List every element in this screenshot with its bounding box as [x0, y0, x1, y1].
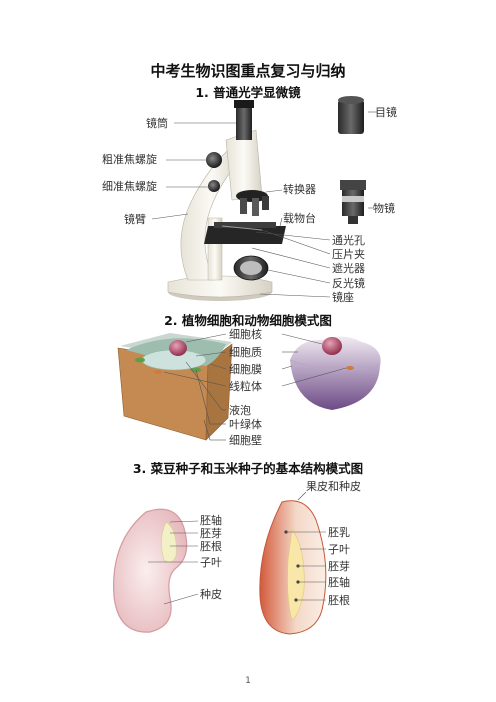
corn-endosperm-dot: [284, 530, 288, 534]
section-heading-seeds: 3. 菜豆种子和玉米种子的基本结构模式图: [132, 461, 364, 476]
animal-cell-nucleus: [322, 337, 342, 355]
objective-detached-tip: [348, 216, 358, 224]
label-bean-coat: 种皮: [200, 588, 222, 601]
label-stage: 载物台: [283, 212, 316, 225]
label-nucleus: 细胞核: [229, 328, 262, 341]
corn-axis-dot: [296, 580, 300, 584]
animal-cell-mitochondria: [346, 366, 354, 370]
section-heading-cells: 2. 植物细胞和动物细胞模式图: [164, 313, 332, 328]
fine-knob: [208, 180, 220, 192]
label-base: 镜座: [332, 291, 354, 304]
corn-embryo: [287, 529, 305, 621]
label-coarse-adjustment: 粗准焦螺旋: [102, 153, 157, 166]
objective-lens-3: [262, 196, 269, 210]
objective-lens-2: [252, 198, 259, 216]
bean-seed-shape: [113, 508, 188, 633]
corn-root-dot: [294, 598, 298, 602]
tube-shape: [236, 104, 252, 140]
plant-cell-mitochondria: [154, 370, 162, 374]
label-corn-endosperm: 胚乳: [328, 526, 350, 539]
coarse-knob: [206, 152, 222, 168]
objective-lens-1: [240, 198, 247, 214]
label-corn-cotyledon: 子叶: [328, 543, 350, 556]
stage-shape: [204, 226, 286, 244]
eyepiece-detached: [338, 100, 364, 134]
stage-clip: [221, 225, 263, 231]
label-membrane: 细胞膜: [229, 363, 262, 376]
mirror-glass: [240, 261, 262, 275]
section-heading-microscope: 1. 普通光学显微镜: [195, 85, 301, 100]
label-bean-cotyledon: 子叶: [200, 556, 222, 569]
label-bean-bud: 胚芽: [200, 527, 222, 540]
label-tube: 镜筒: [146, 117, 168, 130]
label-fine-adjustment: 细准焦螺旋: [102, 180, 157, 193]
label-vacuole: 液泡: [229, 404, 251, 417]
page-title: 中考生物识图重点复习与归纳: [150, 62, 346, 80]
label-corn-axis: 胚轴: [328, 576, 350, 589]
stage-plate: [214, 222, 276, 228]
label-converter: 转换器: [283, 183, 316, 196]
label-corn-root: 胚根: [328, 594, 350, 607]
label-cytoplasm: 细胞质: [229, 346, 262, 359]
label-corn-bud: 胚芽: [328, 560, 350, 573]
plant-cell-side-wall: [205, 343, 233, 441]
corn-bud-dot: [296, 564, 300, 568]
label-cell-wall: 细胞壁: [229, 434, 262, 447]
plant-cell-chloroplast-1: [135, 357, 145, 363]
label-mirror: 反光镜: [332, 277, 365, 290]
label-corn-coat: 果皮和种皮: [306, 480, 361, 493]
animal-cell-shape: [290, 336, 381, 410]
label-bean-root: 胚根: [200, 540, 222, 553]
plant-cell-nucleus: [169, 340, 187, 356]
label-objective: 物镜: [373, 202, 395, 215]
label-stage-hole: 通光孔: [332, 234, 365, 247]
page-number: 1: [245, 676, 251, 686]
label-chloroplast: 叶绿体: [229, 418, 262, 431]
label-bean-axis: 胚轴: [200, 514, 222, 527]
label-mitochondria: 线粒体: [229, 380, 262, 393]
label-clip: 压片夹: [332, 248, 365, 261]
label-diaphragm: 遮光器: [332, 262, 365, 275]
eyepiece-top: [234, 100, 254, 108]
label-arm: 镜臂: [124, 213, 146, 226]
eyepiece-detached-top: [338, 96, 364, 104]
objective-detached-cap: [340, 180, 366, 190]
label-eyepiece: 目镜: [375, 106, 397, 119]
objective-detached-band: [342, 196, 364, 202]
animal-cell-membrane-edge: [289, 359, 381, 371]
